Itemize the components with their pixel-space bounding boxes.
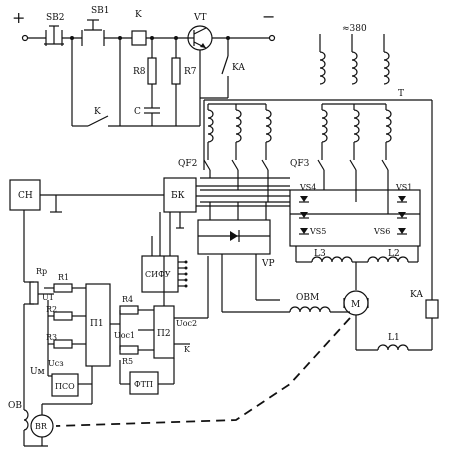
transformer-primary: [319, 51, 390, 85]
motor-label: M: [351, 300, 360, 310]
ka-relay-coil: [425, 299, 439, 319]
l1-inductor: [377, 344, 409, 351]
p1-block: [85, 283, 111, 367]
sb2-label: SB2: [46, 13, 65, 23]
ka-contact-label: KA: [232, 63, 245, 73]
transformer-t-label: T: [398, 89, 404, 99]
pso-block: [51, 373, 79, 397]
control-circuit: + − SB2 SB1 K: [12, 6, 275, 127]
vt-label: VT: [193, 13, 207, 23]
l2-inductor: [367, 256, 409, 263]
sifu-outputs: [178, 260, 188, 288]
r8-label: R8: [133, 67, 146, 77]
mechanical-shaft-coupling: [55, 317, 351, 427]
pso-label: ПСО: [55, 382, 75, 391]
r1-label: R1: [58, 273, 69, 282]
ovm-label: ОВМ: [296, 293, 319, 303]
u1-label: U1: [42, 293, 54, 302]
thyristor-vs5: [299, 228, 309, 235]
r7-label: R7: [184, 67, 197, 77]
vt-transistor: [187, 25, 213, 51]
l2-label: L2: [388, 249, 400, 259]
uoc2-label: Uос2: [176, 319, 197, 328]
vp-label: VP: [261, 259, 275, 269]
p2-label: П2: [157, 329, 171, 339]
rp-potentiometer: [29, 281, 39, 305]
vp-diode-icon: [230, 230, 240, 242]
ch-label: СН: [18, 191, 33, 201]
ka-coil-label: KA: [410, 290, 423, 300]
um-label: Uм: [30, 367, 45, 377]
qf2-label: QF2: [178, 159, 197, 169]
r4-resistor: [119, 305, 139, 315]
k-relay-coil: [131, 30, 147, 46]
supply-label: ≈380: [342, 24, 367, 34]
vs6-label: VS6: [373, 227, 390, 236]
k-relay-label: K: [135, 10, 142, 20]
vs4-label: VS4: [299, 183, 316, 192]
k-contact-label: K: [94, 107, 101, 117]
ucz-label: Uсз: [48, 359, 64, 368]
r5-label: R5: [122, 357, 133, 366]
rp-label: Rр: [36, 267, 47, 276]
br-label: BR: [35, 422, 48, 431]
l1-label: L1: [388, 333, 400, 343]
bk-block: [163, 177, 197, 213]
plus-terminal-label: +: [12, 8, 25, 27]
control-system: СН БК СИФУ: [8, 177, 351, 447]
minus-terminal-label: −: [262, 7, 275, 26]
ov-winding: [23, 409, 29, 431]
r2-label: R2: [46, 305, 57, 314]
transformer-secondary-qf2: [203, 103, 272, 171]
r3-label: R3: [46, 333, 57, 342]
r1-resistor: [53, 283, 73, 293]
vs1-label: VS1: [395, 183, 412, 192]
vs5-label: VS5: [309, 227, 326, 236]
sb2-switch: [44, 25, 64, 46]
r4-label: R4: [122, 295, 133, 304]
r5-resistor: [119, 345, 139, 355]
l3-inductor: [311, 256, 353, 263]
k-control-label: K: [184, 345, 191, 354]
l3-label: L3: [314, 249, 326, 259]
ovm-winding: [289, 306, 331, 313]
p1-label: П1: [90, 319, 104, 329]
r8-resistor: [147, 57, 157, 85]
c-label: C: [134, 107, 141, 117]
transformer-secondary-qf3: [317, 103, 392, 171]
thyristor-vs6: [397, 228, 407, 235]
r7-resistor: [171, 57, 181, 85]
uoc1-label: Uос1: [114, 331, 135, 340]
ov-label: ОВ: [8, 401, 22, 411]
ftp-block: [129, 371, 159, 395]
sb1-switch: [81, 19, 105, 46]
thyristor-row-2: [299, 212, 407, 219]
bk-label: БК: [171, 191, 185, 201]
thyristor-vs4: [299, 196, 309, 203]
sb1-label: SB1: [91, 6, 110, 16]
thyristor-bridge-frame: [289, 189, 421, 247]
ftp-label: ФТП: [134, 380, 153, 389]
c-capacitor: [144, 107, 160, 114]
qf3-label: QF3: [290, 159, 310, 169]
sifu-label: СИФУ: [145, 270, 171, 279]
power-section: ≈380 T QF2: [178, 24, 439, 351]
thyristor-vs1: [397, 196, 407, 203]
